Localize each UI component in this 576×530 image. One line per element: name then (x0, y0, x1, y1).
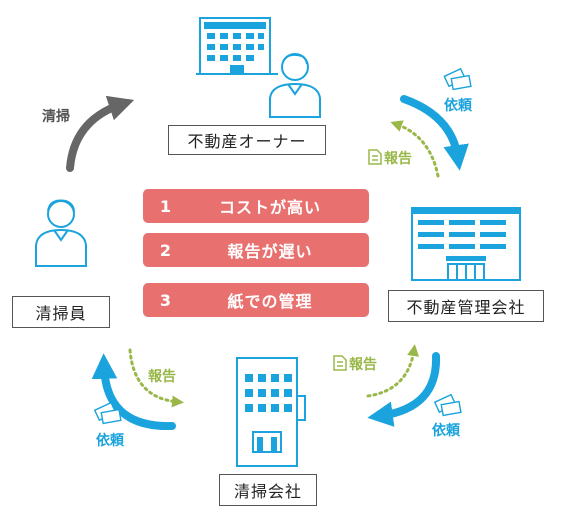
clean-flow-label: 清掃 (42, 109, 70, 125)
report-flow-label: 報告 (349, 357, 377, 373)
issue-item: 3 紙での管理 (143, 283, 369, 317)
tower-building-icon (236, 357, 306, 467)
request-arrow-owner-management (400, 95, 469, 171)
cleaner-person-icon (35, 199, 87, 267)
request-flow-label: 依頼 (432, 423, 460, 439)
report-flow-label: 報告 (384, 151, 412, 167)
issue-text: 紙での管理 (227, 292, 313, 311)
request-arrow-company-cleaner (91, 353, 176, 431)
management-label: 不動産管理会社 (388, 290, 544, 322)
document-icon (368, 149, 382, 165)
report-arrow-management-owner (390, 120, 440, 178)
owner-label: 不動産オーナー (168, 125, 326, 155)
issue-text: 報告が遅い (227, 242, 313, 261)
apartment-building-icon (196, 17, 278, 75)
request-arrow-management-company (367, 352, 441, 427)
cleaning-company-label: 清掃会社 (219, 474, 317, 506)
report-arrow-cleaner-company (128, 348, 184, 408)
office-building-icon (411, 207, 521, 281)
report-arrow-company-management (366, 344, 420, 398)
issue-item: 1 コストが高い (143, 189, 369, 223)
issue-item: 2 報告が遅い (143, 233, 369, 267)
document-icon (333, 355, 347, 371)
money-icon (433, 393, 462, 417)
issue-number: 3 (159, 290, 173, 310)
request-flow-label: 依頼 (96, 433, 124, 449)
issue-number: 2 (159, 240, 173, 260)
issue-text: コストが高い (218, 198, 321, 217)
money-icon (93, 401, 122, 425)
money-icon (443, 67, 472, 91)
issue-number: 1 (159, 196, 173, 216)
request-flow-label: 依頼 (444, 98, 472, 114)
owner-person-icon (269, 53, 321, 118)
cleaner-label: 清掃員 (12, 296, 110, 328)
clean-arrow (66, 95, 135, 172)
report-flow-label: 報告 (148, 369, 176, 385)
